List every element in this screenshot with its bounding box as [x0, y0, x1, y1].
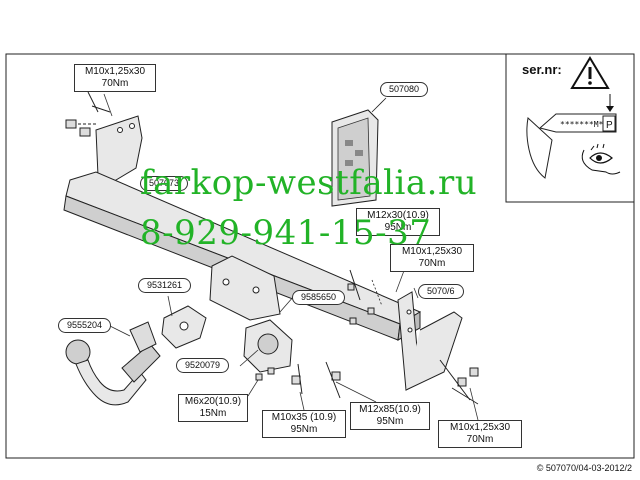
- part-callout-9585650: 9585650: [292, 290, 346, 305]
- thread-spec: M12x30(10.9): [367, 210, 429, 221]
- bolts-top-left: [65, 91, 111, 137]
- torque-label-bottom-right: M10x1,25x30 70Nm: [438, 420, 522, 448]
- serial-number-label: ser.nr:: [522, 62, 562, 77]
- warning-icon: [570, 56, 610, 89]
- torque-label-mid-right-2: M10x1,25x30 70Nm: [390, 244, 474, 272]
- clamp-part: [161, 305, 207, 349]
- right-side-bracket: [397, 291, 463, 391]
- torque-label-m6: M6x20(10.9) 15Nm: [178, 394, 248, 422]
- part-callout-9520079: 9520079: [176, 358, 230, 373]
- outer-frame: [5, 53, 635, 459]
- torque-value: 95Nm: [384, 222, 412, 233]
- thread-spec: M10x1,25x30: [84, 66, 146, 77]
- part-callout-crossbar: 507073: [140, 176, 189, 191]
- torque-label-mid-right: M12x30(10.9) 95Nm: [356, 208, 440, 236]
- torque-value: 95Nm: [290, 424, 318, 435]
- torque-label-top-left: M10x1,25x30 70Nm: [74, 64, 156, 92]
- document-reference: © 507070/04-03-2012/2: [536, 463, 632, 473]
- part-callout-9531261: 9531261: [138, 278, 192, 293]
- plate-tag-text: *******M* P: [560, 115, 616, 132]
- plate-stars: *******M*: [560, 120, 604, 129]
- eye-icon: [581, 143, 621, 175]
- serial-panel: [505, 53, 635, 203]
- towball: [65, 321, 161, 406]
- torque-value: 15Nm: [199, 408, 227, 419]
- part-callout-bracket: 5070/6: [418, 284, 464, 299]
- thread-spec: M10x1,25x30: [401, 246, 463, 257]
- part-callout-9555204: 9555204: [58, 318, 112, 333]
- watermark-site: farkop-westfalia.ru: [140, 163, 478, 203]
- socket-plate: [243, 319, 293, 373]
- torque-value: 95Nm: [376, 416, 404, 427]
- center-bracket: [209, 255, 281, 321]
- torque-value: 70Nm: [101, 78, 129, 89]
- torque-value: 70Nm: [418, 258, 446, 269]
- serial-plate-icon: [526, 113, 617, 179]
- watermark-phone: 8-929-941-15-37: [140, 213, 432, 253]
- plate-holder-part: [331, 109, 379, 207]
- torque-label-m10x35: M10x35 (10.9) 95Nm: [262, 410, 346, 438]
- plate-letter: P: [606, 120, 613, 131]
- torque-label-m12x85: M12x85(10.9) 95Nm: [350, 402, 430, 430]
- bolts-right-upper: [347, 269, 383, 325]
- leader-lines: [103, 93, 479, 421]
- thread-spec: M10x1,25x30: [449, 422, 511, 433]
- bolts-lower-center: [255, 361, 341, 399]
- thread-spec: M12x85(10.9): [359, 404, 421, 415]
- thread-spec: M10x35 (10.9): [271, 412, 337, 423]
- part-callout-plate: 507080: [380, 82, 429, 97]
- thread-spec: M6x20(10.9): [184, 396, 242, 407]
- arrow-down-icon: [606, 94, 614, 112]
- torque-value: 70Nm: [466, 434, 494, 445]
